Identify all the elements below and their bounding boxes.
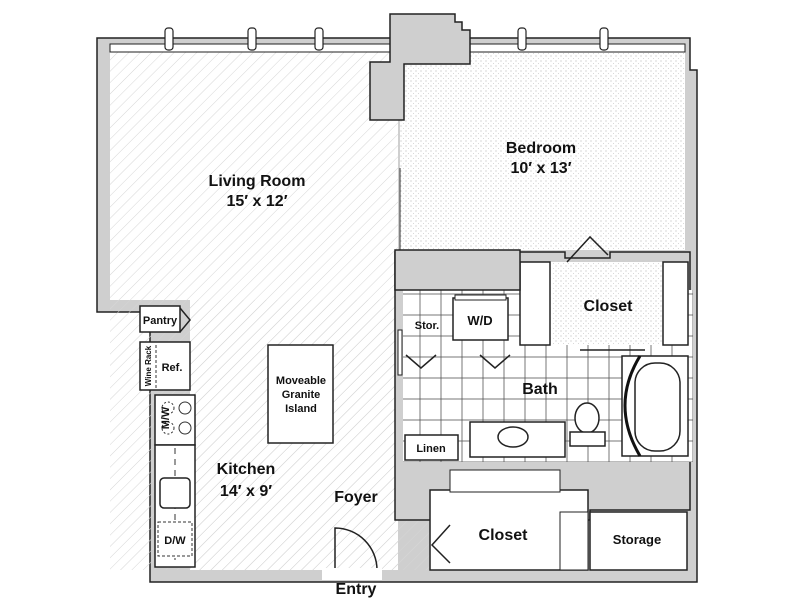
storage-label: Storage	[613, 532, 661, 547]
living-room-label: Living Room	[209, 173, 306, 190]
entry-opening	[322, 568, 382, 580]
dishwasher	[157, 521, 193, 557]
foyer-label: Foyer	[334, 489, 378, 506]
washer-dryer-label: W/D	[467, 313, 492, 328]
bath-upper-wall	[394, 249, 521, 291]
wine-rack-label: Wine Rack	[144, 345, 153, 386]
refrigerator-label: Ref.	[162, 362, 183, 374]
pantry-door[interactable]	[179, 307, 191, 333]
tub-basin	[634, 362, 681, 452]
toilet-tank	[569, 431, 606, 447]
granite-island	[267, 344, 334, 444]
chimney	[369, 13, 471, 121]
pocket-door[interactable]	[397, 329, 403, 376]
linen-closet[interactable]	[404, 434, 459, 461]
closet-door-swing[interactable]	[566, 235, 609, 263]
washer-dryer-lid	[454, 294, 507, 301]
bath-label: Bath	[522, 381, 558, 398]
shower-curtain	[623, 355, 642, 457]
living-room-size: 15′ x 12′	[226, 193, 287, 210]
refrigerator	[139, 341, 191, 391]
kitchen-label: Kitchen	[217, 461, 276, 478]
island-label-3: Island	[285, 403, 317, 415]
burner-icon	[178, 421, 192, 435]
island-label-2: Granite	[282, 389, 321, 401]
entry-door[interactable]	[334, 527, 378, 571]
kitchen-size: 14′ x 9′	[220, 483, 272, 500]
burner-icon	[178, 401, 192, 415]
closet-shelving-left	[519, 261, 551, 346]
vanity-sink-icon	[497, 426, 529, 448]
microwave-label: M/W	[160, 406, 172, 429]
door-swing[interactable]	[405, 354, 437, 369]
bedroom-size: 10′ x 13′	[510, 160, 571, 177]
kitchen-sink-icon	[159, 477, 191, 509]
door-swing[interactable]	[479, 354, 511, 369]
dishwasher-label: D/W	[164, 535, 186, 547]
storage-room	[589, 511, 688, 571]
toilet-icon	[574, 402, 600, 434]
island-label-1: Moveable	[276, 375, 326, 387]
bedroom-closet-label: Closet	[584, 298, 634, 315]
window-mullions	[164, 27, 609, 51]
bedroom-stipple	[400, 52, 685, 250]
foyer-closet-shelving	[449, 469, 561, 493]
foyer-closet-door[interactable]	[430, 524, 451, 564]
linen-label: Linen	[416, 443, 446, 455]
entry-label: Entry	[336, 581, 377, 598]
storage-shelving	[559, 511, 589, 571]
bedroom-label: Bedroom	[506, 140, 576, 157]
burner-icon	[161, 421, 175, 435]
storage-small-label: Stor.	[415, 320, 439, 332]
washer-dryer	[452, 297, 509, 341]
foyer-closet-label: Closet	[479, 527, 529, 544]
pantry[interactable]	[139, 305, 181, 333]
pantry-label: Pantry	[143, 315, 178, 327]
closet-stipple	[553, 262, 663, 345]
closet-shelving-right	[662, 261, 689, 346]
burner-icon	[161, 401, 175, 415]
